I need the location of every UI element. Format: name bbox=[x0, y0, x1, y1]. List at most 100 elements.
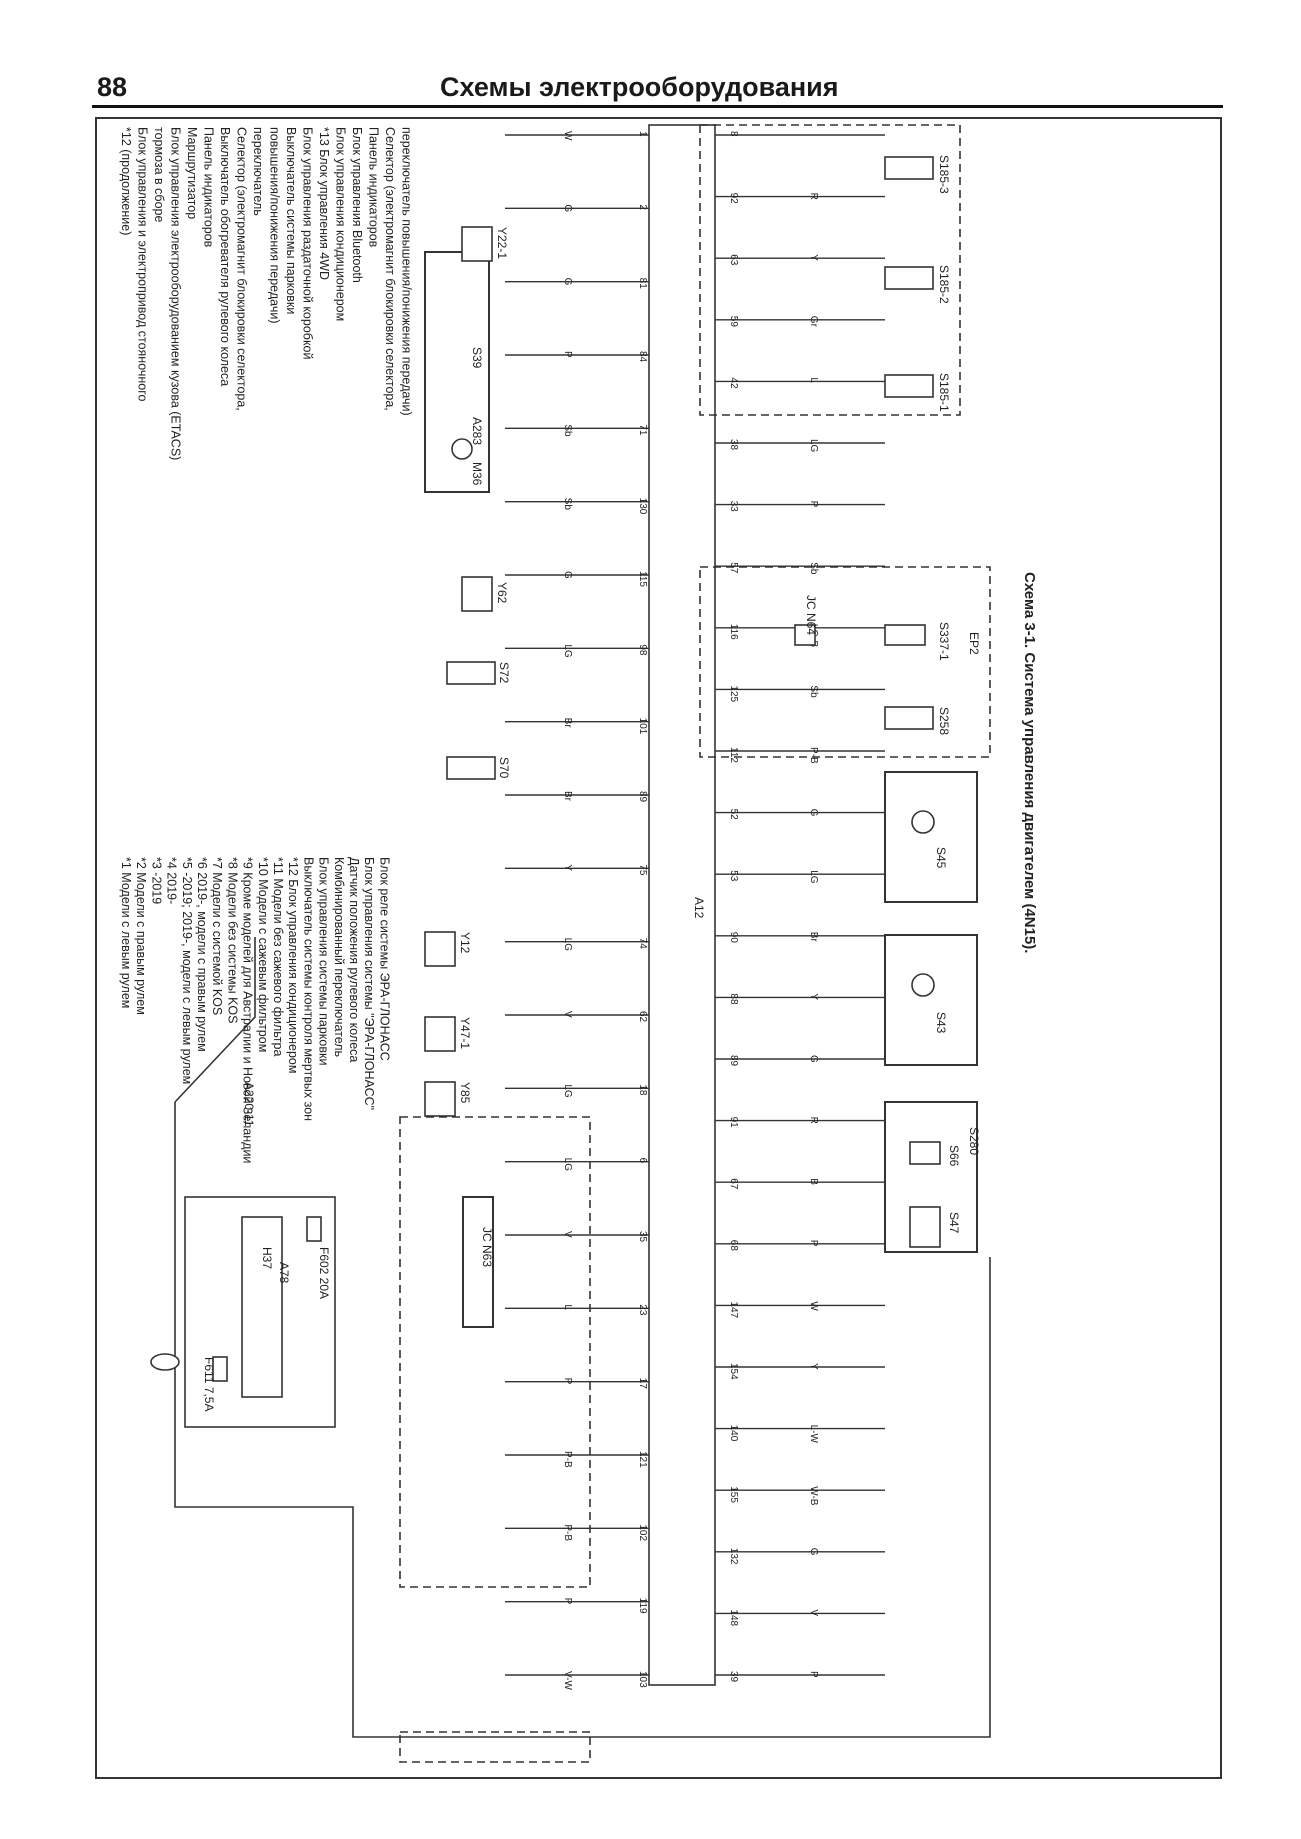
notes_right-line: повышения/понижения передачи) bbox=[268, 127, 282, 323]
pin-label-left: 115 bbox=[637, 571, 648, 587]
label-y47: Y47-1 bbox=[458, 1017, 472, 1049]
s185-2-symbol bbox=[884, 266, 934, 290]
dashed-block-jc63 bbox=[399, 1116, 591, 1588]
route-left bbox=[174, 937, 256, 1103]
pin-label-right: 132 bbox=[728, 1548, 739, 1565]
pin-label-right: 39 bbox=[728, 1671, 739, 1683]
notes_left-line: Блок реле системы ЭРА-ГЛОНАСС bbox=[377, 857, 391, 1061]
wire-color-right: W bbox=[808, 1301, 819, 1311]
wire-color-right: V bbox=[808, 1609, 819, 1616]
notes_right-line: *12 (продолжение) bbox=[119, 127, 133, 235]
wire-color-left: P-B bbox=[562, 1524, 573, 1541]
pin-label-right: 63 bbox=[728, 254, 739, 266]
wire-color-right: Y bbox=[808, 993, 819, 1000]
diagram-frame bbox=[95, 117, 1222, 1779]
wire-color-left: G bbox=[562, 204, 573, 212]
notes_left-line: *6 2019-, модели с правым рулем bbox=[195, 857, 209, 1052]
notes_left-line: *10 Модели с сажевым фильтром bbox=[256, 857, 270, 1052]
notes_left-line: *2 Модели с правым рулем bbox=[134, 857, 148, 1015]
s45-sensor-symbol bbox=[911, 810, 935, 834]
notes_left-line: Выключатель системы контроля мертвых зон bbox=[301, 857, 315, 1121]
label-s185-1: S185-1 bbox=[937, 373, 951, 412]
pin-label-right: 147 bbox=[728, 1301, 739, 1318]
s70-symbol bbox=[446, 756, 496, 780]
pin-label-right: 33 bbox=[728, 501, 739, 513]
m36-symbol bbox=[451, 438, 473, 460]
wire-color-left: LG bbox=[562, 1084, 573, 1098]
pin-label-right: 59 bbox=[728, 316, 739, 328]
y22-symbol bbox=[461, 226, 493, 262]
label-s66: S66 bbox=[947, 1145, 961, 1167]
wire-color-left: P-B bbox=[562, 1451, 573, 1468]
header-rule bbox=[92, 105, 1223, 108]
f602-symbol bbox=[306, 1216, 322, 1242]
wire-color-left: LG bbox=[562, 644, 573, 658]
notes_right-line: Блок управления кондиционером bbox=[334, 127, 348, 321]
pin-label-right: 68 bbox=[728, 1240, 739, 1252]
jc64-symbol bbox=[794, 624, 816, 646]
notes_right-line: переключатель повышения/понижения переда… bbox=[400, 127, 414, 416]
pin-label-left: 75 bbox=[637, 864, 648, 876]
pin-label-left: 121 bbox=[637, 1451, 648, 1468]
wire-color-left: P bbox=[562, 1598, 573, 1605]
wire-color-right: P-B bbox=[808, 747, 819, 764]
notes_left-line: *7 Модели с системой KOS bbox=[210, 857, 224, 1015]
pin-label-left: 1 bbox=[637, 131, 648, 137]
pin-label-right: 90 bbox=[728, 932, 739, 944]
wire-color-left: G bbox=[562, 571, 573, 579]
wire-color-right: R bbox=[808, 193, 819, 200]
label-a12: A12 bbox=[692, 897, 706, 919]
pin-label-right: 88 bbox=[728, 993, 739, 1005]
a12-connector bbox=[648, 124, 716, 1686]
wire-color-left: L bbox=[562, 1304, 573, 1310]
wire-color-right: LG bbox=[808, 439, 819, 453]
s47-symbol bbox=[909, 1206, 941, 1248]
label-s39: S39 bbox=[470, 347, 484, 369]
f611-symbol bbox=[212, 1356, 228, 1382]
a78-box bbox=[184, 1196, 336, 1428]
notes_right-line: Блок управления и электропривод стояночн… bbox=[136, 127, 150, 402]
notes_right-line: тормоза в сборе bbox=[152, 127, 166, 222]
wire-color-left: V bbox=[562, 1011, 573, 1018]
wire-color-right: Sb bbox=[808, 562, 819, 575]
label-s280: S280 bbox=[967, 1127, 981, 1155]
notes_left-line: *1 Модели с левым рулем bbox=[119, 857, 133, 1008]
pin-label-left: 23 bbox=[637, 1304, 648, 1316]
label-s45: S45 bbox=[934, 847, 948, 869]
label-s337: S337-1 bbox=[937, 622, 951, 661]
label-s185-3: S185-3 bbox=[937, 155, 951, 194]
pin-label-left: 6 bbox=[637, 1158, 648, 1164]
wire-color-left: LG bbox=[562, 1158, 573, 1172]
wire-color-right: Br bbox=[808, 932, 819, 943]
pin-label-left: 84 bbox=[637, 351, 648, 363]
dashed-block-s258 bbox=[699, 566, 991, 758]
notes_right-line: Панель индикаторов bbox=[202, 127, 216, 248]
notes_left-line: *9 Кроме моделей для Австралии и Новой З… bbox=[241, 857, 255, 1163]
pin-label-right: 92 bbox=[728, 193, 739, 205]
connector-oval bbox=[150, 1353, 180, 1371]
pin-label-right: 155 bbox=[728, 1486, 739, 1503]
pin-label-right: 57 bbox=[728, 562, 739, 574]
label-jc64: JC N64 bbox=[804, 595, 818, 635]
notes_right-line: *13 Блок управления 4WD bbox=[317, 127, 331, 280]
pin-label-right: 67 bbox=[728, 1178, 739, 1190]
pin-label-left: 62 bbox=[637, 1011, 648, 1023]
wire-color-left: Br bbox=[562, 718, 573, 729]
pin-label-right: 140 bbox=[728, 1425, 739, 1442]
wire-color-right: G bbox=[808, 1548, 819, 1556]
pin-label-left: 102 bbox=[637, 1524, 648, 1541]
label-s258: S258 bbox=[937, 707, 951, 735]
pin-label-left: 81 bbox=[637, 278, 648, 290]
label-m36: M36 bbox=[470, 462, 484, 486]
label-jc63: JC N63 bbox=[480, 1227, 494, 1267]
y47-symbol bbox=[424, 1016, 456, 1052]
jc63-box bbox=[462, 1196, 494, 1328]
notes_left-line: *11 Модели без сажевого фильтра bbox=[271, 857, 285, 1056]
pin-label-left: 103 bbox=[637, 1671, 648, 1688]
label-ep2: EP2 bbox=[967, 632, 981, 655]
wire-color-right: P bbox=[808, 1671, 819, 1678]
pin-label-right: 8 bbox=[728, 131, 739, 137]
wire-color-left: Y bbox=[562, 864, 573, 871]
page-title: Схемы электрооборудования bbox=[440, 72, 839, 102]
label-y85: Y85 bbox=[458, 1082, 472, 1104]
